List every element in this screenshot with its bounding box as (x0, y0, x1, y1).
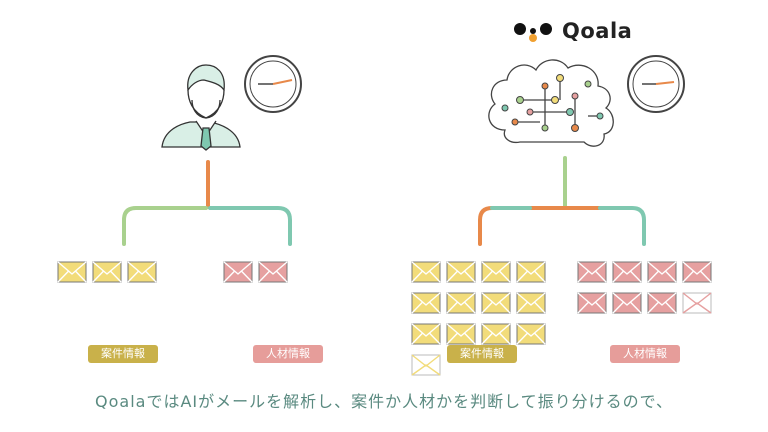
mail-icon (92, 261, 122, 283)
mail-icon (57, 261, 87, 283)
mail-icon (481, 292, 511, 314)
qoala-logo-icon (514, 23, 552, 42)
job-info-badge: 案件情報 (447, 345, 517, 363)
left-branch-lines (122, 160, 292, 246)
person-icon (161, 64, 241, 151)
mail-icon (516, 261, 546, 283)
qoala-brand: Qoala (512, 18, 632, 44)
mail-icon (481, 323, 511, 345)
ai-cloud-nodes (501, 74, 604, 132)
clock-icon (244, 55, 302, 113)
mail-icon (612, 292, 642, 314)
person-info-badge: 人材情報 (610, 345, 680, 363)
open-mail-icon (682, 292, 712, 314)
mail-icon (516, 323, 546, 345)
clock-icon (627, 55, 685, 113)
mail-icon (612, 261, 642, 283)
ai-cloud-icon (488, 59, 614, 147)
mail-icon (446, 261, 476, 283)
mail-icon (411, 292, 441, 314)
mail-groups (57, 261, 712, 376)
mail-icon (647, 261, 677, 283)
open-mail-icon (411, 354, 441, 376)
mail-icon (446, 292, 476, 314)
mail-icon (516, 292, 546, 314)
mail-icon (577, 292, 607, 314)
mail-icon (682, 261, 712, 283)
mail-icon (647, 292, 677, 314)
job-info-badge: 案件情報 (88, 345, 158, 363)
right-branch-lines (478, 156, 646, 246)
mail-icon (411, 323, 441, 345)
mail-icon (446, 323, 476, 345)
mail-icon (258, 261, 288, 283)
caption-text: QoalaではAIがメールを解析し、案件か人材かを判断して振り分けるので、 (95, 392, 673, 411)
mail-icon (127, 261, 157, 283)
mail-icon (481, 261, 511, 283)
person-info-badge: 人材情報 (253, 345, 323, 363)
mail-icon (577, 261, 607, 283)
brand-name: Qoala (562, 19, 633, 43)
mail-icon (223, 261, 253, 283)
mail-icon (411, 261, 441, 283)
